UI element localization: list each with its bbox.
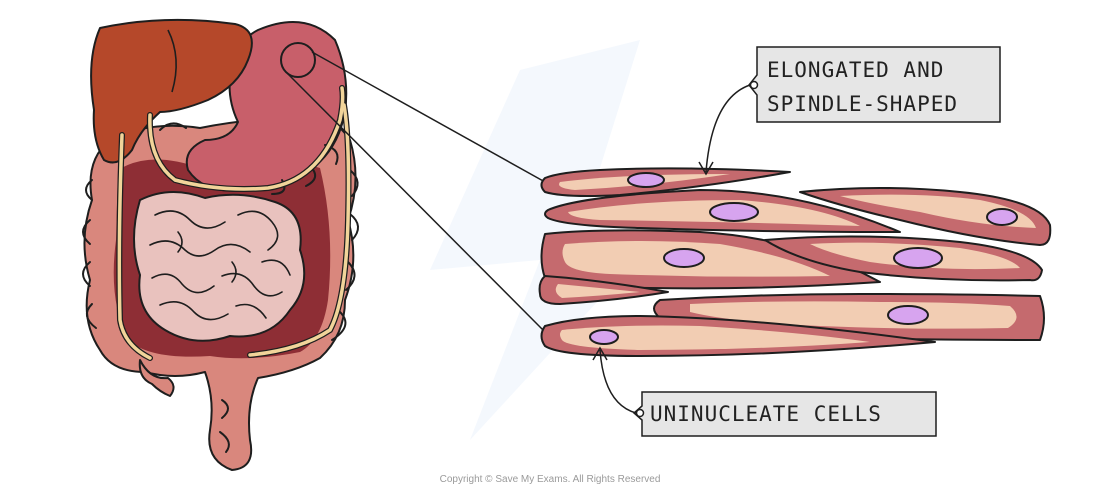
pointer-arrow xyxy=(599,349,637,414)
label-text: UNINUCLEATE CELLS xyxy=(650,402,882,426)
nucleus xyxy=(887,305,929,325)
nucleus xyxy=(709,202,759,222)
nucleus xyxy=(627,172,665,188)
muscle-cell xyxy=(540,167,791,197)
label-box xyxy=(632,391,937,437)
zoom-circle xyxy=(280,42,316,78)
muscle-cell xyxy=(544,189,901,233)
nucleus xyxy=(986,208,1018,226)
digestive-system xyxy=(82,18,359,471)
zoom-lines xyxy=(287,51,546,333)
nucleus xyxy=(893,247,943,269)
small-intestine xyxy=(133,190,306,342)
nucleus xyxy=(663,248,705,268)
label-uninucleate: UNINUCLEATE CELLS xyxy=(592,346,937,437)
muscle-cell xyxy=(540,315,936,357)
label-box xyxy=(748,46,1001,123)
nucleus xyxy=(589,329,619,345)
label-pin-icon xyxy=(635,408,645,418)
smooth-muscle-cells xyxy=(538,167,1052,357)
blood-vessels xyxy=(116,85,352,361)
label-line-1: ELONGATED AND xyxy=(767,58,944,82)
pointer-arrow xyxy=(705,84,751,173)
muscle-cell xyxy=(799,187,1052,246)
muscle-cell xyxy=(764,235,1043,282)
muscle-cell xyxy=(540,229,881,290)
copyright-notice: Copyright © Save My Exams. All Rights Re… xyxy=(440,474,661,485)
label-line-2: SPINDLE-SHAPED xyxy=(767,92,958,116)
label-pin-icon xyxy=(749,80,759,90)
muscle-cell xyxy=(538,275,669,305)
label-elongated-spindle: ELONGATED AND SPINDLE-SHAPED xyxy=(698,46,1001,176)
